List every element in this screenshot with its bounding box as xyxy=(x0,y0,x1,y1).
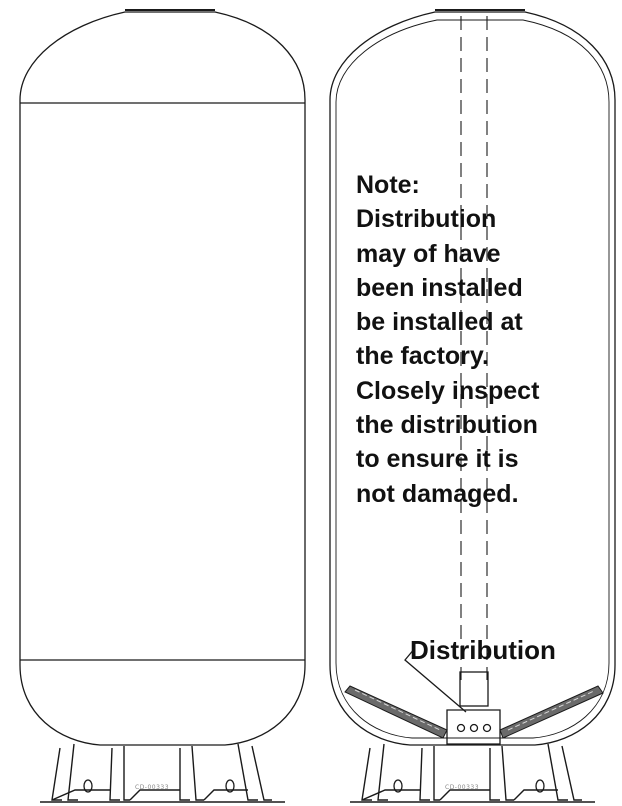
drawing-number-right: CD-00333 xyxy=(445,784,480,791)
note-line: Closely inspect xyxy=(356,376,540,405)
lateral-left xyxy=(344,685,448,739)
note-line: been installed xyxy=(356,273,523,302)
right-tank-shell-inner xyxy=(335,19,610,739)
lateral-right xyxy=(499,685,604,739)
note-line: not damaged. xyxy=(356,479,519,508)
right-tank xyxy=(329,9,616,803)
note-line: Note: xyxy=(356,171,420,199)
installation-note: Note: Distribution may of have been inst… xyxy=(356,168,618,511)
distribution-laterals xyxy=(344,685,604,739)
note-line: the factory. xyxy=(356,342,489,371)
left-base-vent xyxy=(83,779,93,793)
drawing-number-left: CD-00333 xyxy=(135,784,170,791)
right-base-vent xyxy=(393,779,403,793)
distribution-leader-line xyxy=(404,647,467,713)
right-base-vent xyxy=(535,779,545,793)
note-line: Distribution xyxy=(356,205,497,234)
note-line: may of have xyxy=(356,239,501,268)
right-tank-shell-outer xyxy=(329,11,616,746)
note-line: the distribution xyxy=(356,411,538,440)
hub-assembly xyxy=(446,671,501,745)
right-tank-base xyxy=(350,743,595,803)
left-tank-shell xyxy=(19,11,306,746)
left-base-vent xyxy=(225,779,235,793)
note-line: be installed at xyxy=(356,308,523,337)
left-tank xyxy=(19,9,306,803)
distribution-label: Distribution xyxy=(410,635,556,665)
note-line: to ensure it is xyxy=(356,445,519,474)
center-riser-pipe xyxy=(460,16,488,680)
left-tank-base xyxy=(40,743,285,803)
